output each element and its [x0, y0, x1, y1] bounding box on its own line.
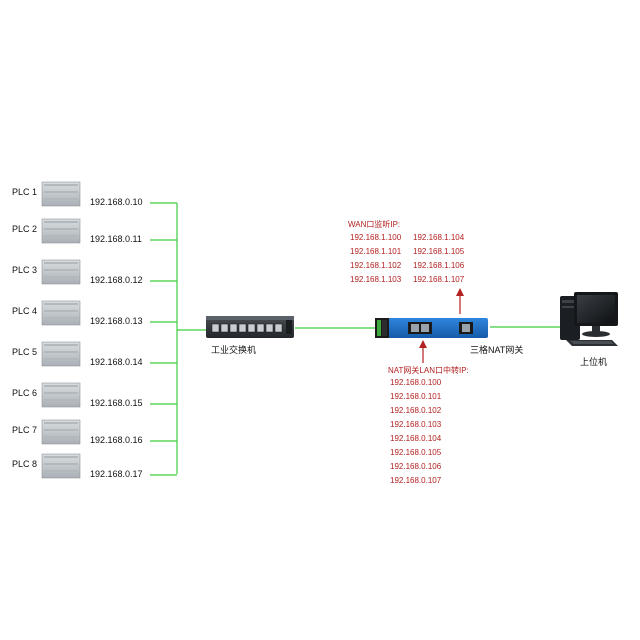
annotation-arrows — [419, 288, 464, 363]
switch-label: 工业交换机 — [211, 345, 257, 355]
plc-ip: 192.168.0.10 — [90, 197, 143, 207]
plc-ip: 192.168.0.11 — [90, 234, 142, 244]
plc-links — [176, 203, 560, 474]
plc-unit — [41, 419, 81, 445]
ip-item: 192.168.1.102 — [350, 261, 402, 270]
plc-unit — [41, 341, 81, 367]
industrial-switch — [206, 316, 294, 338]
plc-name: PLC 7 — [12, 425, 38, 435]
ip-item: 192.168.1.100 — [350, 233, 402, 242]
plc-unit — [41, 453, 81, 479]
ip-item: 192.168.1.107 — [413, 275, 465, 284]
plc-units — [41, 181, 81, 479]
gateway-label: 三格NAT网关 — [470, 345, 524, 355]
plc-name: PLC 5 — [12, 347, 38, 357]
ip-item: 192.168.0.100 — [390, 378, 442, 387]
plc-ip: 192.168.0.12 — [90, 275, 143, 285]
plc-ip: 192.168.0.15 — [90, 398, 143, 408]
plc-ip: 192.168.0.16 — [90, 435, 143, 445]
ip-item: 192.168.1.101 — [350, 247, 402, 256]
ip-item: 192.168.1.103 — [350, 275, 402, 284]
ip-item: 192.168.0.106 — [390, 462, 442, 471]
plc-unit — [41, 382, 81, 408]
ip-item: 192.168.0.104 — [390, 434, 442, 443]
plc-ip: 192.168.0.17 — [90, 469, 143, 479]
ip-item: 192.168.1.105 — [413, 247, 465, 256]
plc-name: PLC 4 — [12, 306, 38, 316]
plc-unit — [41, 218, 81, 244]
plc-ip: 192.168.0.13 — [90, 316, 143, 326]
plc-name: PLC 1 — [12, 187, 38, 197]
plc-unit — [41, 300, 81, 326]
ip-item: 192.168.0.107 — [390, 476, 442, 485]
plc-name: PLC 8 — [12, 459, 38, 469]
plc-name: PLC 3 — [12, 265, 38, 275]
lan-ip-title: NAT网关LAN口中转IP: — [388, 366, 469, 375]
ip-item: 192.168.1.104 — [413, 233, 465, 242]
plc-name: PLC 6 — [12, 388, 38, 398]
ip-item: 192.168.0.105 — [390, 448, 442, 457]
ip-item: 192.168.0.102 — [390, 406, 442, 415]
ip-item: 192.168.0.103 — [390, 420, 442, 429]
plc-name: PLC 2 — [12, 224, 38, 234]
plc-unit — [41, 181, 81, 207]
nat-gateway — [375, 318, 488, 338]
host-label: 上位机 — [580, 357, 608, 367]
plc-ip: 192.168.0.14 — [90, 357, 143, 367]
host-computer — [560, 292, 618, 346]
ip-item: 192.168.1.106 — [413, 261, 465, 270]
wan-ip-title: WAN口监听IP: — [348, 220, 401, 229]
plc-unit — [41, 259, 81, 285]
ip-item: 192.168.0.101 — [390, 392, 442, 401]
